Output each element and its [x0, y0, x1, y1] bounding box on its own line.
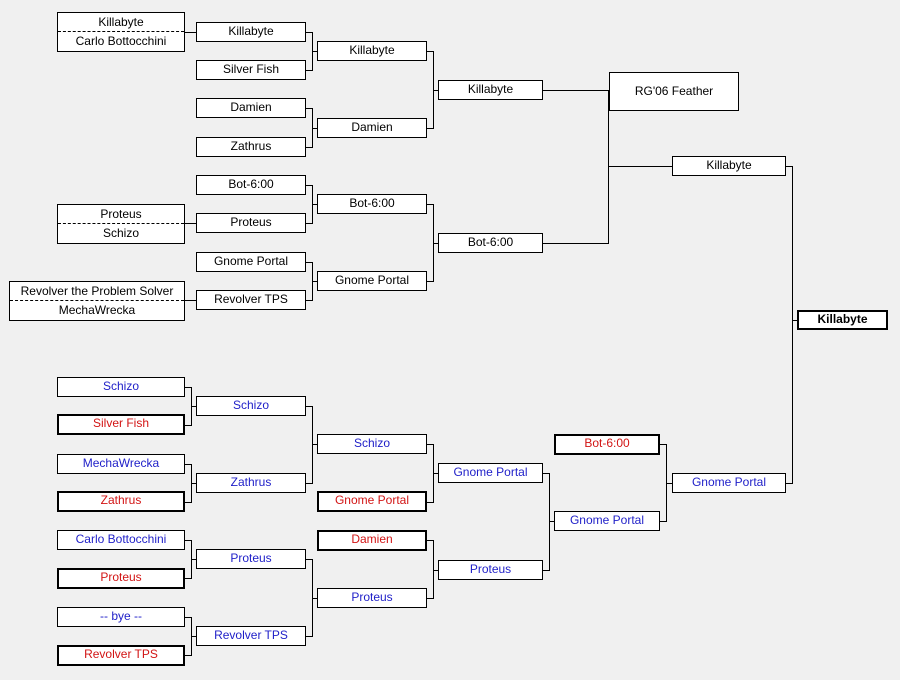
connector-line — [427, 90, 438, 129]
match-slot: Bot-6:00 — [317, 194, 427, 214]
match-slot: Revolver TPS — [196, 290, 306, 310]
match-slot-advanced: MechaWrecka — [57, 454, 185, 474]
match-slot-eliminated: Silver Fish — [57, 414, 185, 435]
connector-line — [660, 444, 672, 484]
connector-line — [306, 32, 317, 52]
match-slot-advanced: Schizo — [317, 434, 427, 454]
match-slot-advanced: Gnome Portal — [554, 511, 660, 531]
match-slot: Bot-6:00 — [438, 233, 543, 253]
connector-line — [185, 559, 196, 579]
entry-name: Killabyte — [58, 13, 184, 32]
entry-pair: Killabyte Carlo Bottocchini — [57, 12, 185, 52]
match-slot-advanced: Revolver TPS — [196, 626, 306, 646]
match-slot: Gnome Portal — [196, 252, 306, 272]
match-slot-advanced: Proteus — [438, 560, 543, 580]
connector-line — [185, 636, 196, 656]
connector-line — [185, 617, 196, 637]
entry-pair: Revolver the Problem Solver MechaWrecka — [9, 281, 185, 321]
connector-line — [427, 570, 438, 599]
entry-name: MechaWrecka — [58, 303, 136, 317]
match-slot: Bot-6:00 — [196, 175, 306, 195]
match-slot: Damien — [317, 118, 427, 138]
connector-line — [185, 464, 196, 484]
connector-line — [306, 598, 317, 637]
match-slot-advanced: Gnome Portal — [438, 463, 543, 483]
connector-line — [185, 483, 196, 503]
connector-line — [786, 320, 797, 484]
connector-line — [427, 444, 438, 474]
entry-name: Revolver the Problem Solver — [10, 282, 184, 301]
match-slot-advanced: Schizo — [57, 377, 185, 397]
match-slot: Killabyte — [317, 41, 427, 61]
connector-line — [427, 51, 438, 91]
match-slot: Killabyte — [196, 22, 306, 42]
match-slot-advanced: Proteus — [196, 549, 306, 569]
connector-line — [306, 128, 317, 148]
connector-line — [427, 243, 438, 282]
entry-name: Schizo — [102, 226, 140, 240]
match-slot: Killabyte — [438, 80, 543, 100]
match-slot-eliminated: Zathrus — [57, 491, 185, 512]
match-slot-eliminated: Damien — [317, 530, 427, 551]
tournament-title: RG'06 Feather — [609, 72, 739, 111]
connector-line — [543, 473, 554, 522]
connector-line — [306, 204, 317, 224]
connector-line — [543, 521, 554, 571]
connector-line — [306, 262, 317, 282]
match-slot-eliminated: Revolver TPS — [57, 645, 185, 666]
connector-line — [185, 387, 196, 407]
match-slot: Proteus — [196, 213, 306, 233]
connector-line — [306, 281, 317, 301]
connector-line — [427, 540, 438, 571]
connector-line — [427, 473, 438, 503]
connector-line — [185, 540, 196, 560]
connector-line — [306, 51, 317, 71]
connector-line — [660, 483, 672, 522]
connector-line — [306, 559, 317, 599]
connector-line — [306, 185, 317, 205]
entry-name: Proteus — [58, 205, 184, 224]
connector-line — [306, 444, 317, 484]
match-slot-advanced: -- bye -- — [57, 607, 185, 627]
connector-line — [543, 166, 672, 244]
champion-slot: Killabyte — [797, 310, 888, 330]
match-slot-advanced: Schizo — [196, 396, 306, 416]
connector-line — [306, 406, 317, 445]
match-slot-eliminated: Proteus — [57, 568, 185, 589]
connector-line — [185, 406, 196, 426]
connector-line — [306, 108, 317, 129]
match-slot-advanced: Carlo Bottocchini — [57, 530, 185, 550]
connector-line — [786, 166, 797, 321]
match-slot-advanced: Proteus — [317, 588, 427, 608]
entry-name: Carlo Bottocchini — [75, 34, 167, 48]
match-slot-eliminated: Bot-6:00 — [554, 434, 660, 455]
match-slot: Gnome Portal — [317, 271, 427, 291]
match-slot: Damien — [196, 98, 306, 118]
losers-final-slot: Gnome Portal — [672, 473, 786, 493]
match-slot: Zathrus — [196, 137, 306, 157]
match-slot-eliminated: Gnome Portal — [317, 491, 427, 512]
match-slot: Silver Fish — [196, 60, 306, 80]
match-slot-advanced: Zathrus — [196, 473, 306, 493]
connector-line — [427, 204, 438, 244]
entry-pair: Proteus Schizo — [57, 204, 185, 244]
winners-final-slot: Killabyte — [672, 156, 786, 176]
